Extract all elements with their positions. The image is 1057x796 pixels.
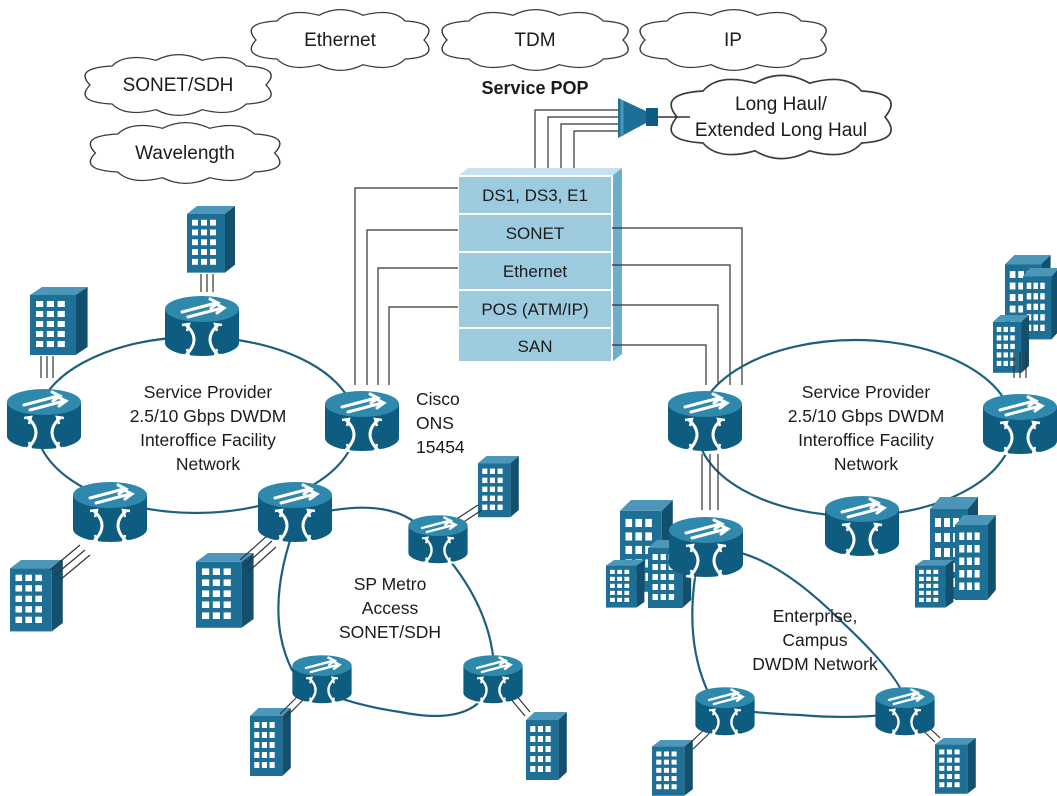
building-icon (187, 206, 235, 292)
metro-ring-label: SP Metro Access SONET/SDH (339, 574, 441, 642)
pop-uplink-lines (534, 109, 622, 168)
right-ring-label: Service Provider 2.5/10 Gbps DWDM Intero… (788, 382, 945, 474)
router-enterprise-se (874, 686, 936, 737)
building-icon (10, 544, 91, 632)
building-icon (196, 534, 277, 628)
building-cluster-right (993, 255, 1057, 378)
cloud-ip-label: IP (724, 30, 742, 51)
left-ring-line-1: Service Provider (144, 382, 273, 402)
router-left-top (163, 294, 241, 358)
enterprise-ring-line-3: DWDM Network (752, 654, 878, 674)
building-icon (250, 691, 308, 776)
cloud-wavelength: Wavelength (89, 121, 281, 185)
cloud-sonet-sdh: SONET/SDH (84, 53, 272, 117)
cisco-ons-line-3: 15454 (416, 437, 465, 457)
cloud-long-haul-label-1: Long Haul/ (735, 94, 828, 115)
cloud-long-haul-label-2: Extended Long Haul (695, 120, 867, 141)
router-enterprise-top (667, 515, 745, 579)
router-right-west (666, 389, 744, 453)
enterprise-ring-line-2: Campus (782, 630, 847, 650)
cloud-long-haul: Long Haul/ Extended Long Haul (670, 74, 892, 160)
router-cisco-ons (323, 389, 401, 453)
pop-layer-sonet: SONET (506, 224, 565, 243)
building-cluster-right-ring (915, 497, 996, 608)
service-pop-title: Service POP (481, 78, 588, 98)
left-ring-line-2: 2.5/10 Gbps DWDM (130, 406, 287, 426)
pop-layer-san: SAN (518, 337, 553, 356)
cloud-wavelength-label: Wavelength (135, 143, 235, 164)
building-icon (504, 687, 567, 780)
pop-layer-tdm: DS1, DS3, E1 (482, 186, 588, 205)
metro-ring-line-3: SONET/SDH (339, 622, 441, 642)
right-ring-line-4: Network (834, 454, 898, 474)
enterprise-ring-label: Enterprise, Campus DWDM Network (752, 606, 878, 674)
pop-layer-ethernet: Ethernet (503, 262, 568, 281)
left-ring-line-3: Interoffice Facility (140, 430, 276, 450)
left-ring-label: Service Provider 2.5/10 Gbps DWDM Intero… (130, 382, 287, 474)
router-left-bottom-east (256, 480, 334, 544)
right-ring-line-1: Service Provider (802, 382, 931, 402)
router-right-east (981, 392, 1057, 456)
router-metro-east (407, 514, 469, 565)
building-icon (454, 456, 519, 526)
router-metro-se (462, 654, 524, 705)
cloud-ethernet-label: Ethernet (304, 30, 377, 51)
amplifier-icon (618, 98, 690, 138)
pop-to-ons-lines (354, 187, 458, 385)
router-metro-sw (291, 654, 353, 705)
cisco-ons-line-1: Cisco (416, 389, 460, 409)
cloud-ip: IP (639, 8, 827, 72)
metro-ring-line-2: Access (362, 598, 419, 618)
right-ring-line-2: 2.5/10 Gbps DWDM (788, 406, 945, 426)
router-right-bottom (823, 494, 901, 558)
cloud-sonet-sdh-label: SONET/SDH (123, 75, 234, 96)
cloud-tdm-label: TDM (514, 30, 555, 51)
trunk-link (701, 454, 719, 510)
router-left-bottom (71, 480, 149, 544)
router-enterprise-sw (694, 686, 756, 737)
enterprise-ring-line-1: Enterprise, (773, 606, 858, 626)
cisco-ons-line-2: ONS (416, 413, 454, 433)
metro-ring-line-1: SP Metro (354, 574, 427, 594)
service-pop-stack: DS1, DS3, E1 SONET Ethernet POS (ATM/IP)… (457, 168, 622, 363)
router-left-west (5, 387, 83, 451)
pop-to-right-lines (612, 227, 743, 385)
right-ring-line-3: Interoffice Facility (798, 430, 934, 450)
cloud-tdm: TDM (441, 8, 629, 72)
pop-layer-pos: POS (ATM/IP) (481, 300, 588, 319)
building-icon (30, 287, 88, 378)
cloud-ethernet: Ethernet (250, 8, 430, 72)
left-ring-line-4: Network (176, 454, 240, 474)
cisco-ons-label: Cisco ONS 15454 (416, 389, 465, 457)
